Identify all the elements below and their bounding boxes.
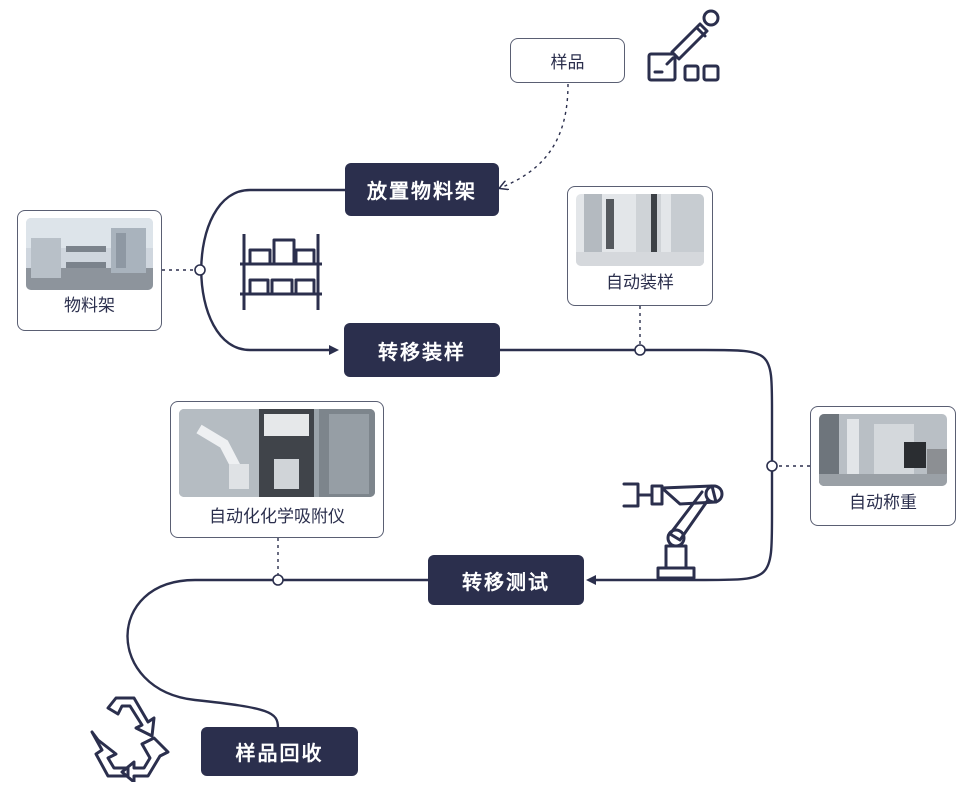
auto-load-photo <box>576 194 704 266</box>
step-transfer-load: 转移装样 <box>344 323 500 377</box>
robot-arm-icon <box>622 482 724 580</box>
adsorption-label: 自动化化学吸附仪 <box>209 507 345 527</box>
rack-label: 物料架 <box>64 296 115 316</box>
junction-weigh <box>766 460 778 472</box>
adsorption-card: 自动化化学吸附仪 <box>170 401 384 538</box>
auto-weigh-card: 自动称重 <box>810 406 956 526</box>
junction-load <box>634 344 646 356</box>
rack-photo <box>26 218 153 290</box>
auto-weigh-photo <box>819 414 947 486</box>
dropper-icon <box>647 9 720 82</box>
junction-rack <box>194 264 206 276</box>
step-sample-recycle: 样品回收 <box>201 727 358 776</box>
sample-label: 样品 <box>550 53 585 73</box>
adsorption-photo <box>179 409 375 497</box>
rack-card: 物料架 <box>17 210 162 331</box>
junction-adsorption <box>272 574 284 586</box>
main-flow-line-3 <box>126 578 428 729</box>
shelf-icon <box>240 234 322 310</box>
step-transfer-test: 转移测试 <box>428 555 584 605</box>
recycle-icon <box>90 696 170 782</box>
step-place-rack: 放置物料架 <box>345 163 499 216</box>
auto-load-label: 自动装样 <box>606 273 674 293</box>
sample-connector <box>500 83 569 188</box>
sample-node: 样品 <box>510 38 625 83</box>
auto-weigh-label: 自动称重 <box>849 493 917 513</box>
auto-load-card: 自动装样 <box>567 186 713 306</box>
